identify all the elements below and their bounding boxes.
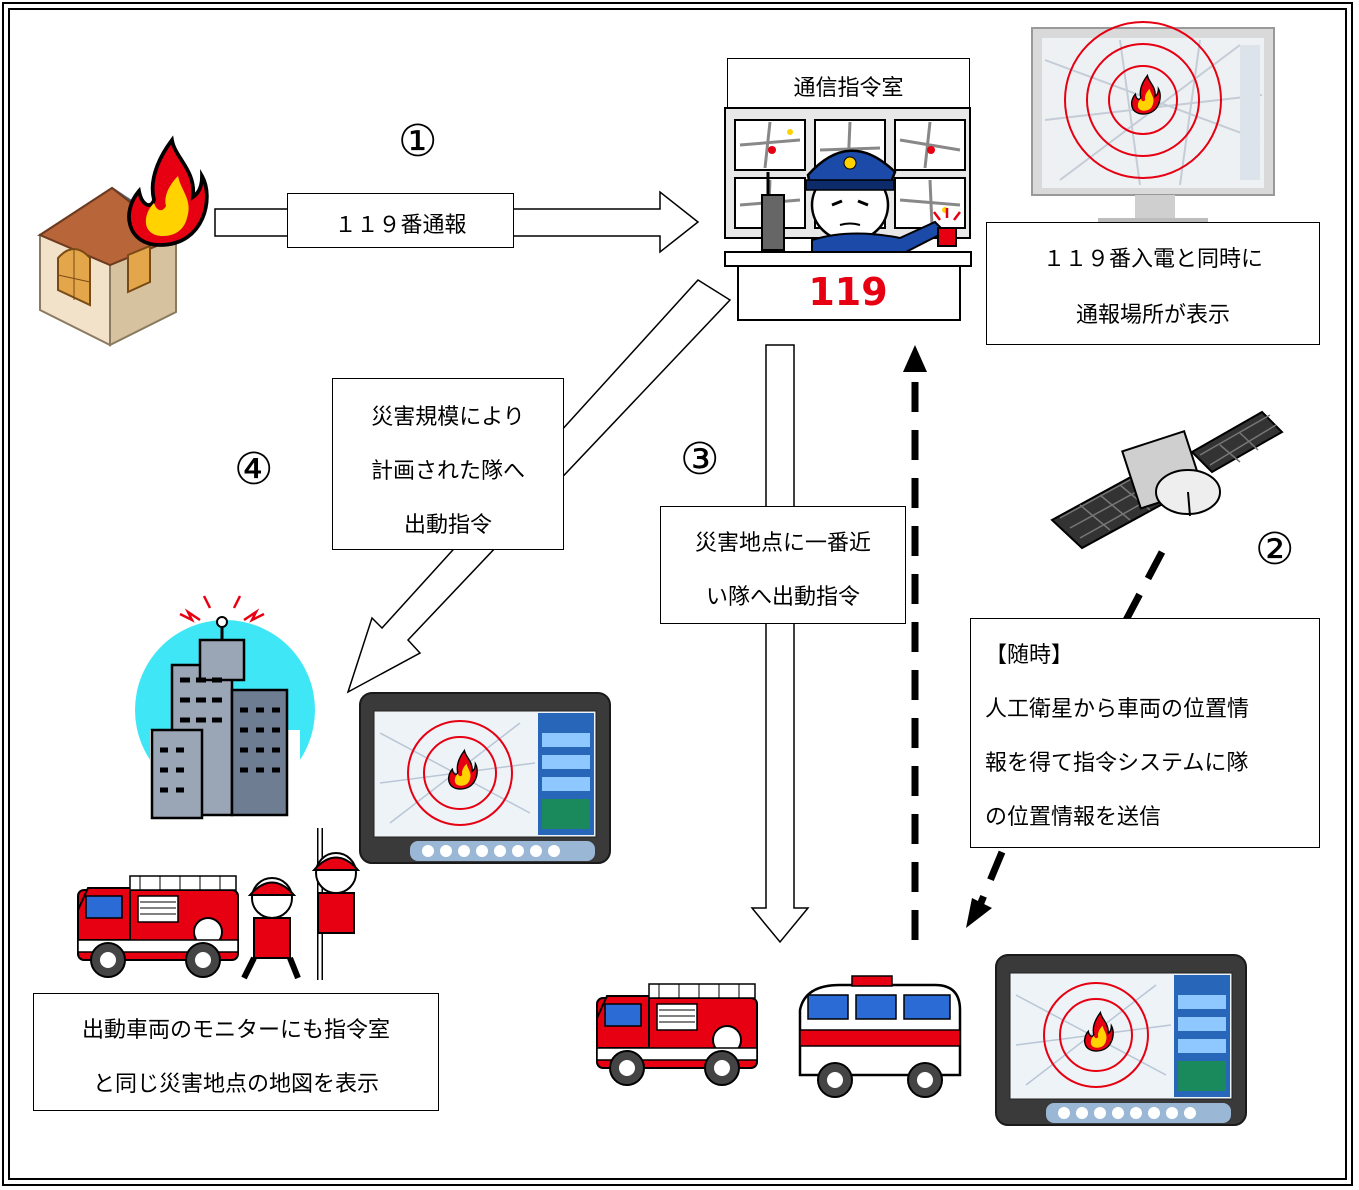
burning-house-icon (36, 138, 209, 347)
satellite-icon (1050, 410, 1284, 550)
call-119-label-box: １１９番通報 (287, 193, 514, 248)
inner-frame (8, 8, 1347, 1180)
command-room-map-monitor (1031, 21, 1275, 228)
step-number-2: ② (1255, 524, 1295, 575)
command-room-title: 通信指令室 (793, 76, 904, 101)
dispatch-nearest-line-1: 災害地点に一番近 (694, 531, 871, 556)
arrow-position-report (903, 345, 927, 940)
dispatch-plan-line-3: 出動指令 (403, 513, 492, 538)
fire-hq-building-icon (135, 595, 315, 822)
step-number-3: ③ (680, 434, 720, 485)
dispatch-nearest-line-2: い隊へ出動指令 (705, 585, 860, 610)
dispatch-nearest-box: 災害地点に一番近 い隊へ出動指令 (660, 506, 906, 624)
dispatch-plan-line-1: 災害規模により (371, 405, 525, 430)
call-display-line-1: １１９番入電と同時に (1042, 247, 1263, 272)
satellite-info-line-4: の位置情報を送信 (985, 805, 1162, 830)
satellite-info-line-2: 人工衛星から車両の位置情 (985, 697, 1250, 722)
satellite-info-line-1: 【随時】 (985, 643, 1074, 668)
console-119-number: 119 (808, 270, 888, 314)
fire-truck-and-firefighters-icon (77, 828, 361, 980)
vehicle-monitor-line-2: と同じ災害地点の地図を表示 (92, 1072, 379, 1097)
step-number-1: ① (398, 116, 438, 167)
command-room-illustration (724, 107, 972, 321)
ambulance-icon (798, 975, 962, 1098)
step-number-4: ④ (234, 444, 274, 495)
arrow-dispatch-nearest (750, 344, 810, 944)
dispatch-plan-box: 災害規模により 計画された隊へ 出動指令 (332, 378, 564, 550)
fire-truck-icon (596, 983, 758, 1086)
call-display-line-2: 通報場所が表示 (1075, 303, 1230, 328)
vehicle-monitor-icon-right (995, 954, 1247, 1126)
satellite-info-line-3: 報を得て指令システムに隊 (985, 751, 1249, 776)
dispatch-plan-line-2: 計画された隊へ (370, 459, 525, 484)
satellite-info-box: 【随時】 人工衛星から車両の位置情 報を得て指令システムに隊 の位置情報を送信 (970, 618, 1320, 848)
arrow-satellite-link (966, 550, 1166, 928)
vehicle-monitor-icon-left (359, 692, 611, 864)
vehicle-monitor-line-1: 出動車両のモニターにも指令室 (81, 1018, 390, 1043)
vehicle-monitor-box: 出動車両のモニターにも指令室 と同じ災害地点の地図を表示 (33, 993, 439, 1111)
call-119-label: １１９番通報 (334, 213, 467, 238)
call-display-box: １１９番入電と同時に 通報場所が表示 (986, 222, 1320, 345)
command-room-title-box: 通信指令室 (727, 58, 970, 108)
